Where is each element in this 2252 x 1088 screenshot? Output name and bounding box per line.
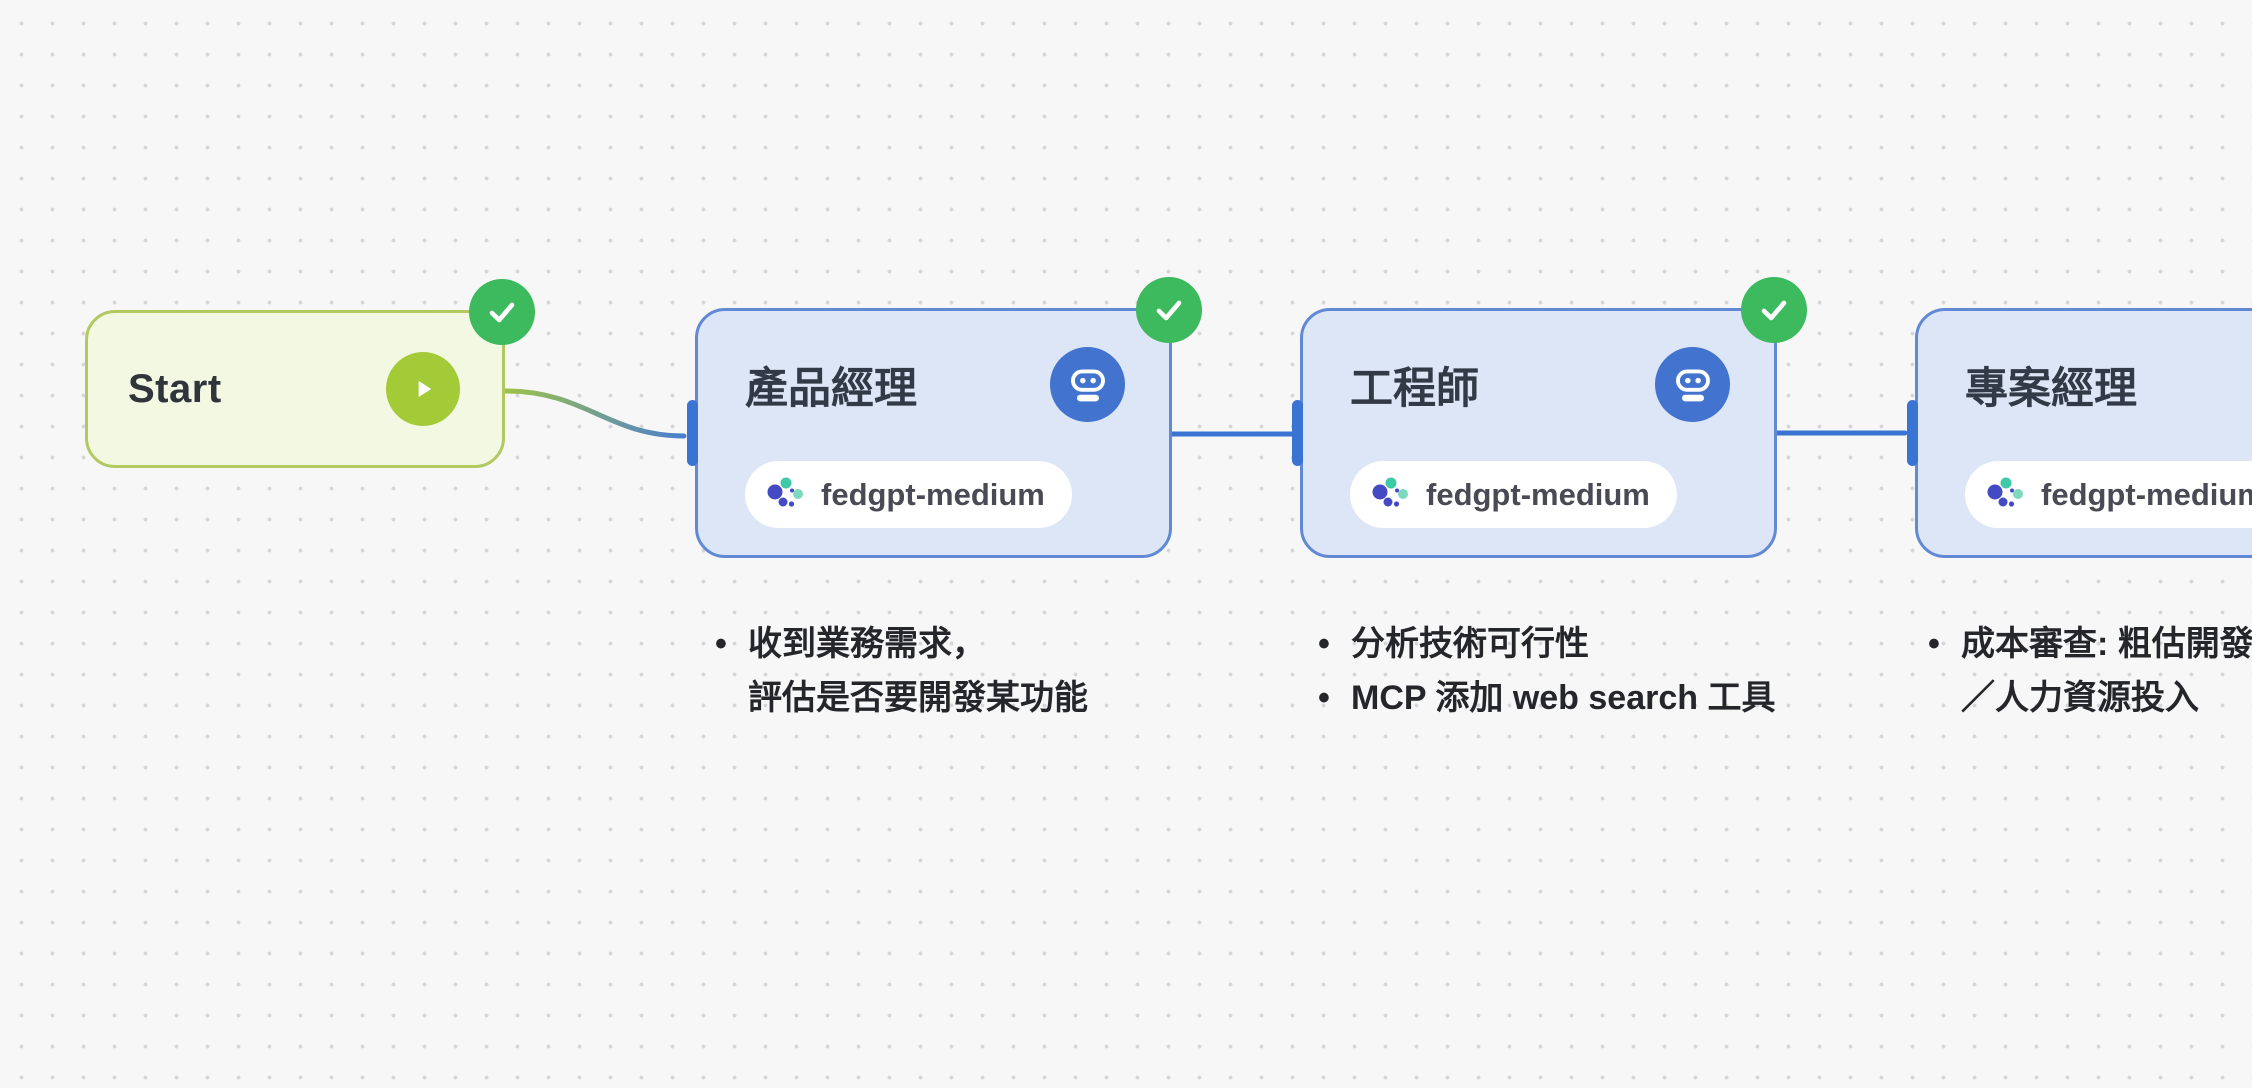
annotation-line: • 收到業務需求， — [715, 617, 1088, 671]
target-handle[interactable] — [1292, 400, 1303, 466]
model-pill[interactable]: fedgpt-medium — [1965, 461, 2252, 528]
node-product-manager[interactable]: 產品經理 fedgpt-medium — [687, 277, 1202, 558]
node-title: 專案經理 — [1965, 364, 2137, 413]
annotation-line: ／人力資源投入 — [1928, 671, 2252, 725]
annotation-project-manager: • 成本審查: 粗估開發 ／人力資源投入 — [1928, 617, 2252, 725]
annotation-text: 成本審查: 粗估開發 — [1961, 625, 2252, 663]
target-handle[interactable] — [1907, 400, 1918, 466]
check-icon — [1761, 300, 1787, 321]
fedgpt-logo-icon — [1372, 477, 1408, 507]
edge-start-to-product-manager[interactable] — [503, 388, 687, 439]
target-handle[interactable] — [687, 400, 698, 466]
annotation-text: 評估是否要開發某功能 — [748, 679, 1088, 717]
robot-icon — [1050, 347, 1125, 422]
check-badge — [1136, 277, 1202, 343]
annotation-text: MCP 添加 web search 工具 — [1351, 679, 1776, 717]
node-start[interactable]: Start — [85, 279, 535, 468]
node-title: 工程師 — [1350, 364, 1479, 413]
annotation-text: ／人力資源投入 — [1961, 679, 2199, 717]
annotation-line: • 分析技術可行性 — [1318, 617, 1776, 671]
robot-face-icon — [1070, 369, 1105, 401]
node-title: 產品經理 — [745, 364, 917, 413]
model-name: fedgpt-medium — [821, 476, 1045, 512]
bullet: • — [1318, 679, 1330, 717]
annotation-line: • 成本審查: 粗估開發 — [1928, 617, 2252, 671]
annotation-line: • MCP 添加 web search 工具 — [1318, 671, 1776, 725]
check-badge — [1741, 277, 1807, 343]
fedgpt-logo-icon — [767, 477, 803, 507]
annotation-text: 收到業務需求， — [748, 625, 986, 663]
bullet — [1928, 671, 1961, 725]
bullet: • — [1318, 625, 1330, 663]
annotation-engineer: • 分析技術可行性 • MCP 添加 web search 工具 — [1318, 617, 1776, 725]
fedgpt-logo-icon — [1987, 477, 2023, 507]
model-name: fedgpt-medium — [1426, 476, 1650, 512]
model-pill[interactable]: fedgpt-medium — [1350, 461, 1677, 528]
node-project-manager[interactable]: 專案經理 fedgpt-medium — [1907, 308, 2252, 558]
bullet: • — [1928, 625, 1940, 663]
play-triangle-icon — [418, 380, 432, 398]
check-icon — [1156, 300, 1182, 321]
node-engineer[interactable]: 工程師 fedgpt-medium — [1292, 277, 1807, 558]
robot-face-icon — [1675, 369, 1710, 401]
node-title: Start — [128, 366, 222, 411]
annotation-text: 分析技術可行性 — [1351, 625, 1589, 663]
model-pill[interactable]: fedgpt-medium — [745, 461, 1072, 528]
bullet — [715, 671, 748, 725]
robot-icon — [1655, 347, 1730, 422]
annotation-product-manager: • 收到業務需求， 評估是否要開發某功能 — [715, 617, 1088, 725]
annotation-line: 評估是否要開發某功能 — [715, 671, 1088, 725]
model-name: fedgpt-medium — [2041, 476, 2252, 512]
bullet: • — [715, 625, 727, 663]
check-icon — [489, 302, 515, 323]
check-badge — [469, 279, 535, 345]
play-icon — [386, 352, 460, 426]
